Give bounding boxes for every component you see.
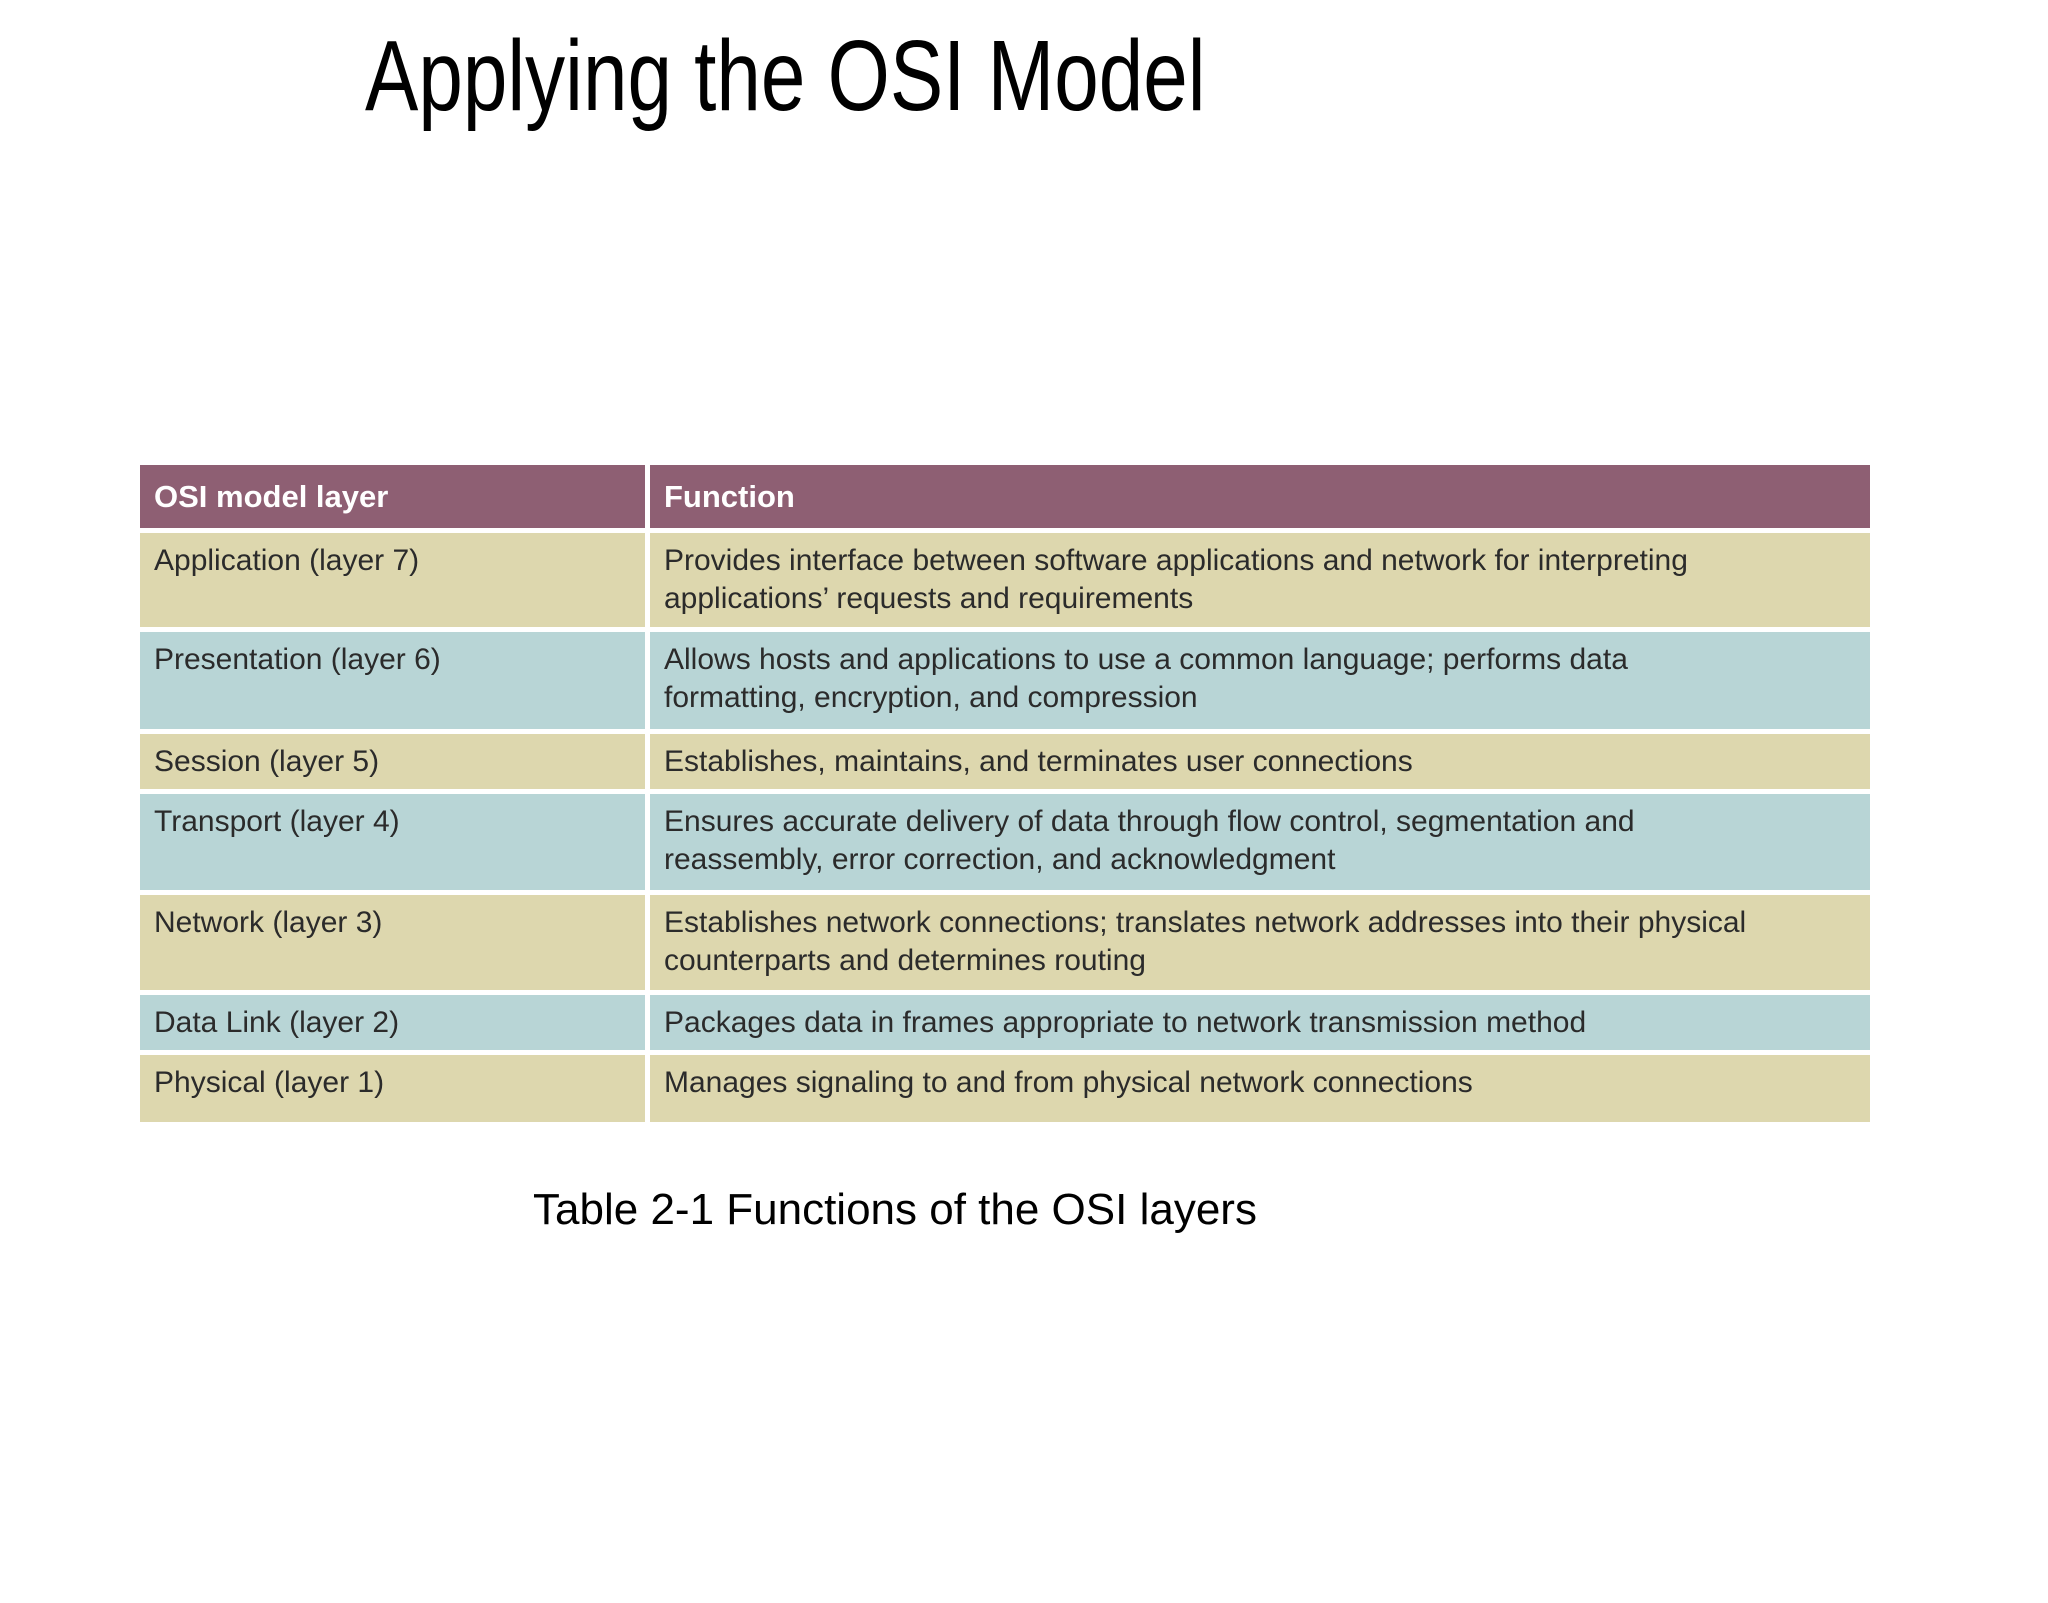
layer-cell: Application (layer 7) bbox=[140, 533, 645, 627]
layer-cell: Physical (layer 1) bbox=[140, 1055, 645, 1122]
function-cell: Establishes, maintains, and terminates u… bbox=[650, 734, 1870, 789]
table-caption: Table 2-1 Functions of the OSI layers bbox=[533, 1185, 1257, 1234]
function-cell: Provides interface between software appl… bbox=[650, 533, 1870, 627]
function-cell: Packages data in frames appropriate to n… bbox=[650, 995, 1870, 1050]
function-cell: Establishes network connections; transla… bbox=[650, 895, 1870, 990]
layer-cell: Presentation (layer 6) bbox=[140, 632, 645, 729]
function-cell: Ensures accurate delivery of data throug… bbox=[650, 794, 1870, 890]
layer-cell: Transport (layer 4) bbox=[140, 794, 645, 890]
column-header-function: Function bbox=[650, 465, 1870, 528]
table-row-data-link: Data Link (layer 2) Packages data in fra… bbox=[140, 995, 1870, 1050]
function-cell: Allows hosts and applications to use a c… bbox=[650, 632, 1870, 729]
table-row-transport: Transport (layer 4) Ensures accurate del… bbox=[140, 794, 1870, 890]
table-row-presentation: Presentation (layer 6) Allows hosts and … bbox=[140, 632, 1870, 729]
layer-cell: Network (layer 3) bbox=[140, 895, 645, 990]
table-row-network: Network (layer 3) Establishes network co… bbox=[140, 895, 1870, 990]
function-cell: Manages signaling to and from physical n… bbox=[650, 1055, 1870, 1122]
layer-cell: Session (layer 5) bbox=[140, 734, 645, 789]
table-row-session: Session (layer 5) Establishes, maintains… bbox=[140, 734, 1870, 789]
table-header-row: OSI model layer Function bbox=[140, 465, 1870, 528]
column-header-osi-model-layer: OSI model layer bbox=[140, 465, 645, 528]
page-title-text: Applying the OSI Model bbox=[364, 20, 1206, 132]
table-row-application: Application (layer 7) Provides interface… bbox=[140, 533, 1870, 627]
osi-layers-table: OSI model layer Function Application (la… bbox=[135, 460, 1875, 1127]
layer-cell: Data Link (layer 2) bbox=[140, 995, 645, 1050]
table-row-physical: Physical (layer 1) Manages signaling to … bbox=[140, 1055, 1870, 1122]
page-title: Applying the OSI Model bbox=[0, 20, 1570, 132]
